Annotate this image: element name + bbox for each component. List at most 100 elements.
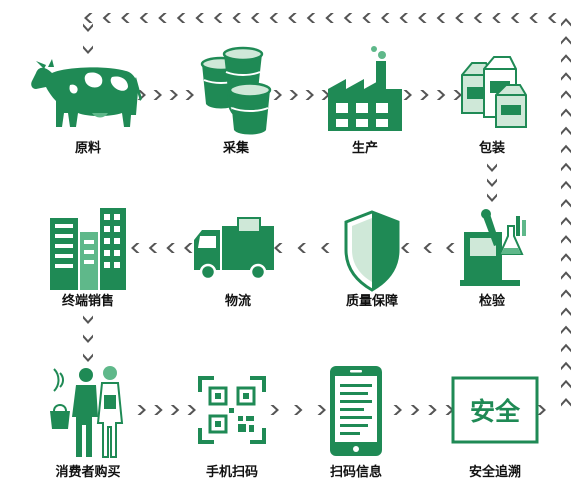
arrow-chevron — [121, 13, 130, 23]
arrow-chevron — [83, 23, 93, 32]
arrow-chevron — [305, 90, 314, 100]
arrow-chevron — [321, 243, 330, 253]
arrow-chevron — [288, 13, 297, 23]
arrow-chevron — [423, 243, 432, 253]
arrow-chevron — [83, 353, 93, 362]
arrow-chevron — [154, 405, 163, 415]
node-consumer-purchase: 消费者购买 — [50, 366, 124, 480]
arrow-chevron — [487, 163, 497, 172]
arrow-chevron — [487, 178, 497, 187]
arrow-chevron — [561, 126, 571, 136]
arrow-chevron — [401, 243, 410, 253]
arrow-chevron — [362, 13, 371, 23]
node-label-raw-material: 原料 — [75, 140, 101, 156]
node-scan-info: 扫码信息 — [330, 366, 382, 480]
arrow-chevron — [393, 405, 402, 415]
arrow-chevron — [561, 325, 571, 335]
arrow-chevron — [561, 379, 571, 389]
lab-microscope-icon — [460, 209, 526, 286]
arrow-chevron — [131, 243, 140, 253]
arrow-chevron — [187, 405, 196, 415]
arrow-chevron — [453, 90, 462, 100]
arrow-chevron — [170, 405, 180, 415]
arrow-chevron — [294, 405, 303, 415]
node-label-scan-info: 扫码信息 — [330, 464, 382, 480]
arrow-chevron — [185, 90, 194, 100]
arrow-chevron — [548, 13, 557, 23]
node-label-logistics: 物流 — [225, 293, 251, 309]
arrow-chevron — [325, 13, 334, 23]
arrow-chevron — [274, 243, 283, 253]
arrow-chevron — [473, 13, 483, 23]
arrow-chevron — [169, 90, 178, 100]
arrow-chevron — [561, 108, 571, 117]
arrow-logistics-to-retail — [131, 243, 193, 253]
arrow-chevron — [561, 162, 571, 172]
arrow-chevron — [343, 13, 353, 23]
arrow-chevron — [561, 253, 571, 262]
node-label-inspection: 检验 — [479, 293, 506, 309]
arrow-raw-to-collection — [137, 90, 194, 100]
safety-badge-text: 安全 — [470, 397, 521, 426]
arrow-chevron — [410, 405, 420, 415]
arrow-chevron — [561, 235, 571, 244]
arrow-chevron — [84, 13, 93, 23]
node-label-consumer-purchase: 消费者购买 — [55, 464, 120, 480]
node-raw-material: 原料 — [31, 59, 142, 156]
arrow-chevron — [289, 90, 298, 100]
arrow-chevron — [561, 307, 571, 316]
arrow-chevron — [83, 45, 93, 54]
arrow-chevron — [195, 13, 204, 23]
arrow-consumer-to-phone-scan — [137, 405, 196, 415]
arrow-chevron — [317, 405, 326, 415]
node-logistics: 物流 — [194, 217, 274, 309]
arrow-chevron — [529, 13, 538, 23]
arrow-chevron — [436, 13, 446, 23]
node-label-collection: 采集 — [222, 140, 250, 156]
arrow-chevron — [139, 13, 149, 23]
arrow-chevron — [399, 13, 408, 23]
arrow-chevron — [297, 243, 306, 253]
node-safety-trace: 安全 安全追溯 — [451, 376, 539, 480]
arrow-chevron — [561, 36, 571, 45]
arrow-chevron — [561, 180, 571, 190]
arrow-chevron — [561, 343, 571, 353]
arrow-chevron — [561, 72, 571, 81]
delivery-truck-icon — [194, 217, 274, 281]
arrow-chevron — [561, 144, 571, 154]
arrow-chevron — [381, 13, 390, 23]
arrow-top-return — [84, 13, 557, 23]
milk-bucket-icon — [200, 46, 272, 135]
phone-document-icon — [330, 366, 382, 456]
arrow-chevron — [420, 90, 429, 100]
arrow-chevron — [561, 361, 571, 371]
arrow-chevron — [153, 90, 162, 100]
arrow-chevron — [561, 398, 571, 407]
arrow-chevron — [428, 405, 437, 415]
node-label-safety-trace: 安全追溯 — [469, 464, 521, 480]
arrow-retail-to-consumer — [83, 315, 93, 362]
arrow-chevron — [102, 13, 112, 23]
arrow-chevron — [148, 243, 158, 253]
arrow-chevron — [213, 13, 223, 23]
arrow-chevron — [269, 13, 279, 23]
arrow-chevron — [166, 243, 175, 253]
arrow-chevron — [561, 18, 571, 27]
arrow-chevron — [537, 405, 546, 415]
arrow-chevron — [561, 217, 571, 226]
arrow-chevron — [561, 90, 571, 99]
shield-icon — [344, 210, 400, 292]
node-quality-assurance: 质量保障 — [344, 210, 400, 309]
arrow-chevron — [455, 13, 464, 23]
arrow-safety-to-right-up — [537, 405, 546, 415]
arrow-chevron — [184, 243, 193, 253]
node-label-quality-assurance: 质量保障 — [346, 293, 398, 309]
arrow-chevron — [487, 193, 497, 202]
arrow-chevron — [251, 13, 260, 23]
arrow-chevron — [273, 90, 282, 100]
node-phone-scan: 手机扫码 — [198, 376, 266, 480]
arrow-chevron — [176, 13, 186, 23]
node-retail: 终端销售 — [50, 208, 126, 309]
arrow-chevron — [418, 13, 427, 23]
factory-icon — [328, 46, 402, 131]
